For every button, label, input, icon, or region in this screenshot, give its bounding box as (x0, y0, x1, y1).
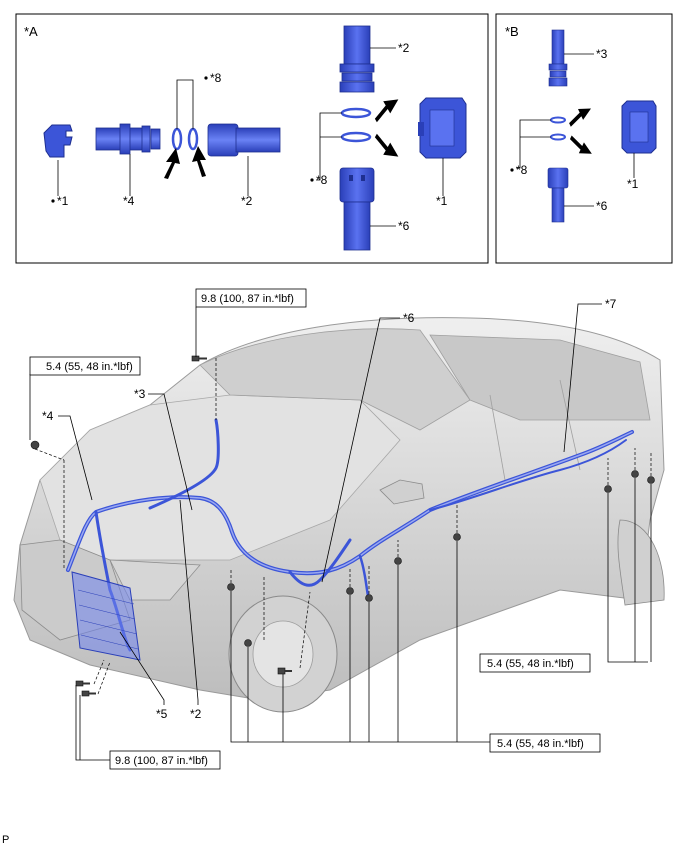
label-main-7: *7 (605, 297, 617, 311)
torque-box-right: 5.4 (55, 48 in.*lbf) (479, 653, 591, 673)
label-main-3: *3 (134, 387, 146, 401)
fitting-part (95, 123, 161, 155)
label-retainer: *1 (57, 194, 69, 208)
label-seal-top: *8 (210, 71, 222, 85)
arrow-icon (569, 108, 592, 154)
torque-value: 5.4 (55, 48 in.*lbf) (497, 738, 584, 750)
arrow-icon (164, 146, 206, 179)
leader-lines (29, 303, 652, 761)
torque-box-bottom-right: 5.4 (55, 48 in.*lbf) (489, 733, 601, 753)
radiator-part (71, 571, 141, 661)
label-pipe-h: *2 (241, 194, 253, 208)
seal-ring-upper (340, 107, 372, 119)
torque-value: 9.8 (100, 87 in.*lbf) (115, 755, 208, 767)
label-seal-v: *8 (316, 173, 328, 187)
pipe-horizontal (207, 123, 281, 157)
seal-b-lower (550, 133, 566, 141)
clip-b-part (621, 100, 657, 154)
label-clip-a: *1 (436, 194, 448, 208)
label-main-2: *2 (190, 707, 202, 721)
label-b-clip: *1 (627, 177, 639, 191)
label-main-5: *5 (156, 707, 168, 721)
panel-b-title: *B (505, 24, 519, 39)
label-main-4: *4 (42, 409, 54, 423)
seal-ring-lower (340, 131, 372, 143)
label-b-pipe-top: *3 (596, 47, 608, 61)
torque-box-left: 5.4 (55, 48 in.*lbf) (29, 356, 141, 376)
o-ring-1 (171, 127, 183, 151)
torque-value: 9.8 (100, 87 in.*lbf) (201, 293, 294, 305)
pipe-b-bottom (547, 167, 569, 223)
pipe-vertical-bottom (339, 167, 375, 251)
label-pipe-v-bottom: *6 (398, 219, 410, 233)
rear-wheel (617, 519, 665, 606)
pipe-vertical-top (339, 25, 375, 93)
clip-part (418, 97, 467, 159)
panel-a-title: *A (24, 24, 38, 39)
vehicle-illustration (13, 317, 665, 713)
label-fitting: *4 (123, 194, 135, 208)
torque-value: 5.4 (55, 48 in.*lbf) (487, 658, 574, 670)
label-b-seal: *8 (516, 163, 528, 177)
pipe-b-top (548, 29, 568, 87)
panel-a: *A *1 *4 *8 (15, 13, 489, 264)
guide-lines (34, 358, 652, 695)
o-ring-2 (187, 127, 199, 151)
arrow-icon (374, 99, 399, 157)
torque-box-top: 9.8 (100, 87 in.*lbf) (195, 288, 307, 308)
label-pipe-v-top: *2 (398, 41, 410, 55)
torque-box-bottom-left: 9.8 (100, 87 in.*lbf) (109, 750, 221, 770)
retainer-part (43, 124, 73, 158)
label-main-6: *6 (403, 311, 415, 325)
seal-b-upper (550, 116, 566, 124)
tube-routing (66, 418, 634, 652)
figure-code: P (2, 834, 10, 846)
bolt-icon (30, 355, 655, 697)
panel-b: *B *3 *8 *6 *1 (495, 13, 673, 264)
torque-value: 5.4 (55, 48 in.*lbf) (46, 361, 133, 373)
label-b-pipe-bottom: *6 (596, 199, 608, 213)
